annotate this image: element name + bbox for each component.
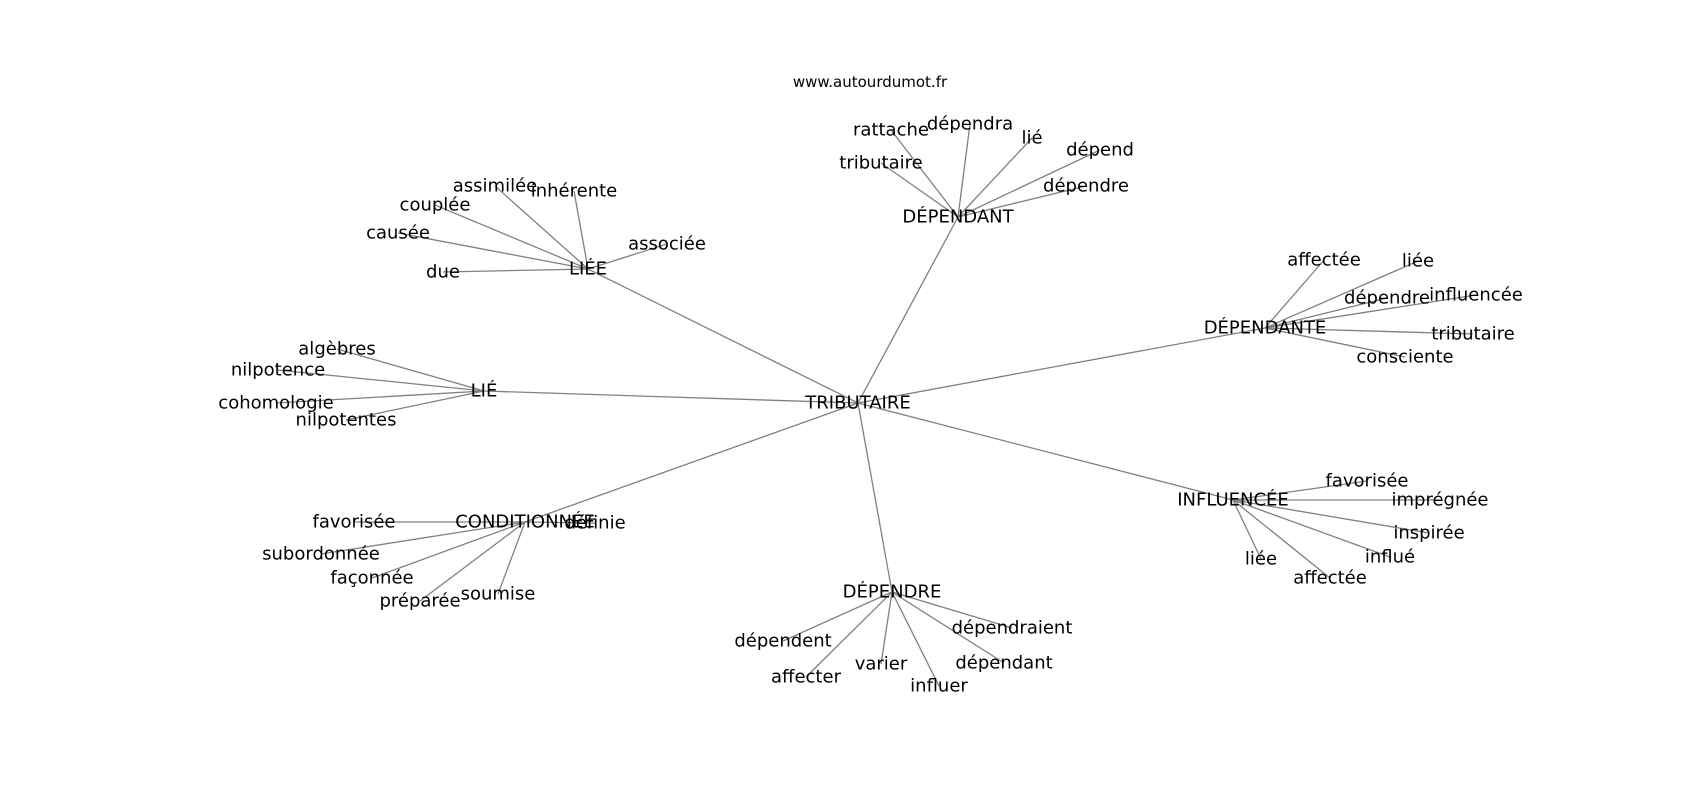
edge-hub-leaf <box>1232 499 1430 534</box>
leaf-node-label: algèbres <box>298 339 375 360</box>
hub-node-label: LIÉ <box>471 380 498 402</box>
edge-hub-leaf <box>1232 499 1262 560</box>
edge-hub-leaf <box>419 521 526 602</box>
leaf-node-label: due <box>426 262 460 283</box>
edge-hub-leaf <box>573 190 589 270</box>
leaf-node-label: lié <box>1021 128 1042 149</box>
leaf-node-label: dépendraient <box>952 618 1073 639</box>
hub-node-label: DÉPENDRE <box>843 581 942 603</box>
edge-hub-leaf <box>1264 297 1388 329</box>
edge-center-hub <box>857 327 1266 404</box>
edge-hub-leaf <box>1264 259 1325 329</box>
edge-center-hub <box>857 216 959 404</box>
edge-hub-leaf <box>275 390 485 404</box>
leaf-node-label: imprégnée <box>1391 490 1488 511</box>
watermark: www.autourdumot.fr <box>792 73 948 91</box>
edge-center-hub <box>857 402 893 593</box>
edge-hub-leaf <box>336 348 485 392</box>
leaf-node-label: tributaire <box>1431 324 1514 345</box>
leaf-node-label: causée <box>366 223 430 244</box>
leaf-node-label: dépendre <box>1344 288 1430 309</box>
hub-node-label: INFLUENCÉE <box>1177 489 1289 511</box>
leaf-node-label: nilpotentes <box>296 410 397 431</box>
leaf-node-label: affectée <box>1287 250 1361 271</box>
edge-hub-leaf <box>957 149 1101 218</box>
edge-hub-leaf <box>434 204 589 270</box>
leaf-node-label: influé <box>1365 547 1415 568</box>
edge-hub-leaf <box>587 243 668 270</box>
edge-hub-leaf <box>880 591 893 665</box>
leaf-node-label: façonnée <box>330 568 413 589</box>
edge-hub-leaf <box>397 232 589 270</box>
edge-hub-leaf <box>1264 260 1419 329</box>
edge-hub-leaf <box>957 123 971 218</box>
leaf-node-label: définie <box>564 513 625 534</box>
hub-node-label: CONDITIONNÉE <box>455 511 595 533</box>
edge-hub-leaf <box>891 591 1005 664</box>
leaf-node-label: influencée <box>1429 285 1523 306</box>
leaf-node-label: soumise <box>461 584 536 605</box>
edge-hub-leaf <box>890 129 959 218</box>
leaf-node-label: assimilée <box>453 176 537 197</box>
leaf-node-label: cohomologie <box>218 393 333 414</box>
edge-hub-leaf <box>805 591 893 678</box>
edge-center-hub <box>587 268 859 404</box>
leaf-node-label: subordonnée <box>262 544 380 565</box>
edge-hub-leaf <box>891 591 940 687</box>
leaf-node-label: affectée <box>1293 568 1367 589</box>
edge-hub-leaf <box>891 591 1013 629</box>
leaf-node-label: consciente <box>1356 347 1453 368</box>
edge-hub-leaf <box>371 521 526 579</box>
leaf-node-label: liée <box>1245 549 1277 570</box>
hub-node-label: DÉPENDANT <box>902 206 1014 228</box>
hub-node-label: DÉPENDANTE <box>1204 317 1327 339</box>
edge-center-hub <box>483 390 859 404</box>
edge-hub-leaf <box>1232 499 1391 558</box>
edge-hub-leaf <box>957 137 1033 218</box>
leaf-node-label: associée <box>628 234 706 255</box>
edge-center-hub <box>524 402 859 523</box>
leaf-node-label: inhérente <box>531 181 618 202</box>
leaf-node-label: dépendant <box>955 653 1052 674</box>
edge-hub-leaf <box>497 521 526 595</box>
leaf-node-label: inspirée <box>1393 523 1464 544</box>
edge-center-hub <box>857 402 1234 501</box>
leaf-node-label: dépend <box>1066 140 1134 161</box>
hub-node-label: LIÉE <box>569 258 607 280</box>
leaf-node-label: couplée <box>400 195 471 216</box>
leaf-node-label: rattache <box>853 120 929 141</box>
edge-hub-leaf <box>1264 294 1477 329</box>
edge-hub-leaf <box>1264 327 1474 335</box>
edges-layer <box>275 123 1477 687</box>
leaf-node-label: favorisée <box>1326 471 1409 492</box>
edge-hub-leaf <box>782 591 893 642</box>
leaf-node-label: préparée <box>379 591 460 612</box>
leaf-node-label: dépendre <box>1043 176 1129 197</box>
edge-hub-leaf <box>277 369 485 392</box>
edge-hub-leaf <box>494 185 589 270</box>
leaf-node-label: influer <box>910 676 968 697</box>
leaf-node-label: varier <box>855 654 908 675</box>
leaf-node-label: nilpotence <box>231 360 325 381</box>
leaf-node-label: dépendra <box>927 114 1013 135</box>
leaf-node-label: liée <box>1402 251 1434 272</box>
edge-hub-leaf <box>442 268 589 273</box>
edge-hub-leaf <box>345 390 485 421</box>
edge-hub-leaf <box>320 521 526 555</box>
center-node-label: TRIBUTAIRE <box>804 393 910 414</box>
leaf-node-label: affecter <box>771 667 842 688</box>
edge-hub-leaf <box>1232 499 1331 579</box>
edge-hub-leaf <box>957 185 1087 218</box>
leaf-node-label: dépendent <box>734 631 831 652</box>
edge-hub-leaf <box>880 162 959 218</box>
edge-hub-leaf <box>1264 327 1406 358</box>
edge-hub-leaf <box>524 521 596 524</box>
leaf-node-label: favorisée <box>313 512 396 533</box>
leaf-node-label: tributaire <box>839 153 922 174</box>
edge-hub-leaf <box>1232 480 1368 501</box>
